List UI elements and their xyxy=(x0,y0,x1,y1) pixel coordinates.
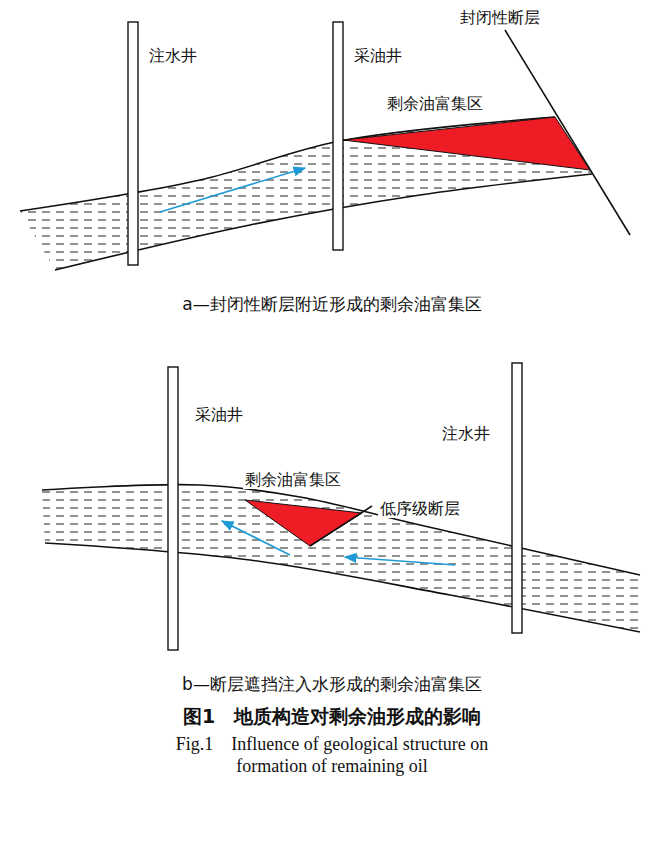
well-bore xyxy=(168,367,178,650)
sealing-fault xyxy=(505,30,630,235)
part-label: 低序级断层 xyxy=(378,499,462,518)
flow-arrow xyxy=(160,168,305,212)
reservoir-layer xyxy=(42,485,640,632)
figure-caption: a—封闭性断层附近形成的剩余油富集区 xyxy=(180,294,483,314)
figure-caption: b—断层遮挡注入水形成的剩余油富集区 xyxy=(180,674,484,694)
part-label: 采油井 xyxy=(352,46,404,65)
part-label: 注水井 xyxy=(440,424,492,443)
figure-caption: Fig.1 Influence of geological structure … xyxy=(160,734,504,777)
part-label: 注水井 xyxy=(147,46,199,65)
part-label: 采油井 xyxy=(193,405,245,424)
figure-title: 图1 地质构造对剩余油形成的影响 xyxy=(181,705,483,728)
well-bore xyxy=(512,363,522,633)
part-label: 剩余油富集区 xyxy=(385,94,485,113)
part-label: 封闭性断层 xyxy=(458,8,542,27)
layer-boundary xyxy=(45,543,640,632)
flow-arrow xyxy=(222,521,290,555)
flow-arrow xyxy=(345,557,455,565)
minor-fault xyxy=(310,506,372,546)
layer-boundary xyxy=(42,485,640,575)
part-label: 剩余油富集区 xyxy=(243,470,343,489)
well-bore xyxy=(128,22,138,265)
remaining-oil-zone xyxy=(343,117,590,170)
reservoir-layer xyxy=(20,117,592,270)
well-bore xyxy=(333,22,343,250)
